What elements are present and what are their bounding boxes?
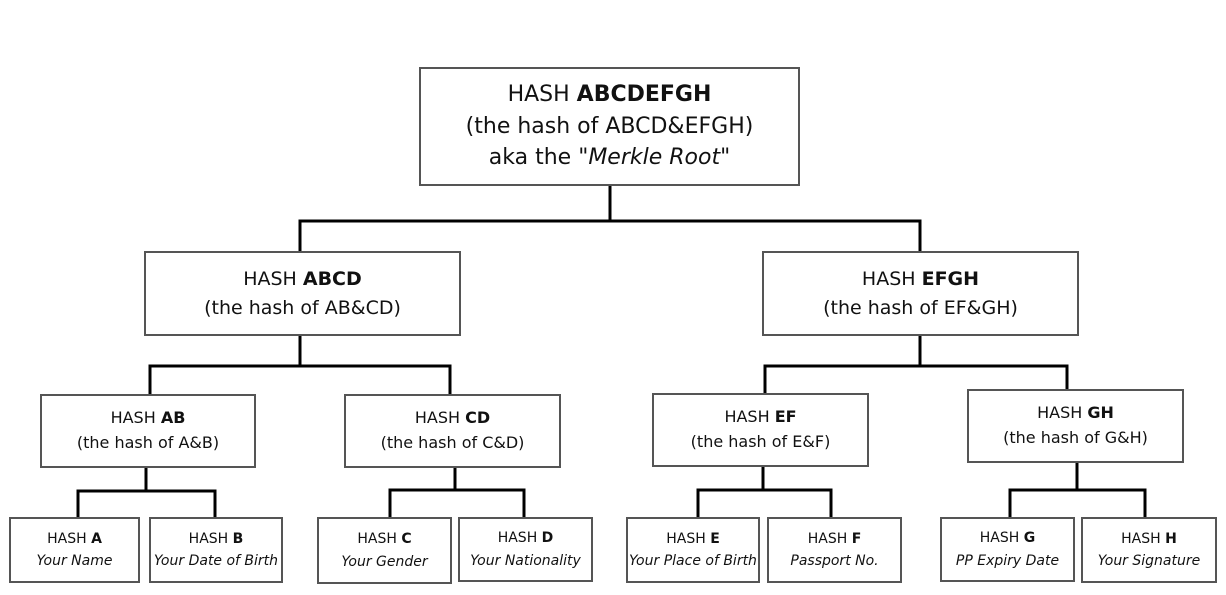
node-leaf-d-title: HASH D [498, 527, 554, 549]
node-leaf-d-label: D [541, 530, 554, 547]
node-efgh-desc: (the hash of EF&GH) [823, 296, 1018, 319]
node-leaf-e-title: HASH E [666, 528, 720, 550]
node-leaf-a-title: HASH A [47, 528, 102, 550]
node-leaf-c: HASH C Your Gender [317, 517, 452, 584]
node-leaf-h-label: H [1165, 530, 1177, 547]
node-ab-label: AB [160, 408, 186, 428]
node-ef-prefix: HASH [724, 407, 775, 427]
node-ab: HASH AB (the hash of A&B) [40, 394, 256, 468]
node-ef-label: EF [774, 407, 797, 427]
node-abcd-title: HASH ABCD [243, 265, 362, 294]
node-leaf-a-prefix: HASH [47, 530, 92, 547]
node-leaf-c-label: C [401, 531, 412, 548]
node-efgh-prefix: HASH [861, 268, 922, 290]
node-leaf-h-prefix: HASH [1121, 530, 1166, 547]
node-leaf-c-desc: Your Gender [341, 553, 428, 570]
node-cd-label: CD [465, 408, 491, 428]
node-leaf-e-label: E [710, 530, 720, 547]
node-gh-label: GH [1087, 403, 1114, 423]
node-leaf-c-prefix: HASH [357, 531, 402, 548]
node-leaf-b-prefix: HASH [188, 530, 233, 547]
node-leaf-h-desc: Your Signature [1097, 553, 1201, 569]
node-ab-title: HASH AB [111, 406, 186, 431]
node-cd-prefix: HASH [414, 408, 466, 428]
node-gh-title: HASH GH [1037, 401, 1114, 426]
node-leaf-h: HASH H Your Signature [1081, 517, 1217, 583]
node-leaf-d-prefix: HASH [497, 530, 542, 547]
node-leaf-b-title: HASH B [189, 528, 244, 550]
node-ef: HASH EF (the hash of E&F) [652, 393, 869, 467]
node-leaf-d: HASH D Your Nationality [458, 517, 593, 582]
node-leaf-c-title: HASH C [357, 528, 411, 550]
node-leaf-b-desc: Your Date of Birth [153, 553, 279, 569]
node-root-desc: (the hash of ABCD&EFGH) [465, 113, 754, 139]
node-leaf-f-label: F [851, 530, 862, 547]
node-abcd: HASH ABCD (the hash of AB&CD) [144, 251, 461, 336]
node-efgh: HASH EFGH (the hash of EF&GH) [762, 251, 1079, 336]
node-gh-desc: (the hash of G&H) [1003, 428, 1148, 447]
node-root-label: ABCDEFGH [576, 81, 712, 107]
node-leaf-g: HASH G PP Expiry Date [940, 517, 1075, 582]
node-root-prefix: HASH [507, 81, 577, 107]
node-leaf-f-desc: Passport No. [790, 553, 879, 569]
node-gh-prefix: HASH [1037, 403, 1088, 423]
node-leaf-a-desc: Your Name [36, 553, 113, 569]
node-abcd-desc: (the hash of AB&CD) [204, 296, 401, 319]
node-leaf-g-prefix: HASH [979, 530, 1024, 547]
node-root-aka-suffix: " [720, 145, 731, 171]
node-leaf-h-title: HASH H [1121, 528, 1177, 550]
node-ab-prefix: HASH [110, 408, 161, 428]
node-abcd-label: ABCD [302, 268, 362, 290]
node-leaf-d-desc: Your Nationality [470, 552, 581, 569]
node-efgh-title: HASH EFGH [862, 265, 979, 294]
node-leaf-g-label: G [1023, 530, 1036, 547]
node-gh: HASH GH (the hash of G&H) [967, 389, 1184, 463]
node-root: HASH ABCDEFGH (the hash of ABCD&EFGH) ak… [419, 67, 800, 186]
node-cd: HASH CD (the hash of C&D) [344, 394, 561, 468]
node-root-aka-term: Merkle Root [588, 145, 721, 171]
node-leaf-f-title: HASH F [808, 528, 862, 550]
node-leaf-g-title: HASH G [980, 527, 1035, 549]
node-abcd-prefix: HASH [243, 268, 303, 290]
node-leaf-b-label: B [232, 530, 244, 547]
node-leaf-e-desc: Your Place of Birth [629, 553, 757, 569]
node-leaf-b: HASH B Your Date of Birth [149, 517, 283, 583]
node-cd-desc: (the hash of C&D) [380, 433, 525, 452]
node-leaf-e-prefix: HASH [666, 530, 711, 547]
node-leaf-g-desc: PP Expiry Date [955, 552, 1060, 569]
node-leaf-a-label: A [91, 530, 102, 547]
node-efgh-label: EFGH [921, 268, 980, 290]
node-leaf-f: HASH F Passport No. [767, 517, 902, 583]
node-leaf-e: HASH E Your Place of Birth [626, 517, 760, 583]
node-ef-title: HASH EF [724, 405, 796, 430]
node-ef-desc: (the hash of E&F) [690, 432, 831, 451]
node-leaf-a: HASH A Your Name [9, 517, 140, 583]
node-root-aka: aka the "Merkle Root" [489, 142, 730, 174]
node-ab-desc: (the hash of A&B) [76, 433, 220, 452]
node-root-aka-prefix: aka the " [488, 145, 589, 171]
node-leaf-f-prefix: HASH [807, 530, 852, 547]
node-cd-title: HASH CD [415, 406, 490, 431]
node-root-title: HASH ABCDEFGH [508, 79, 712, 111]
